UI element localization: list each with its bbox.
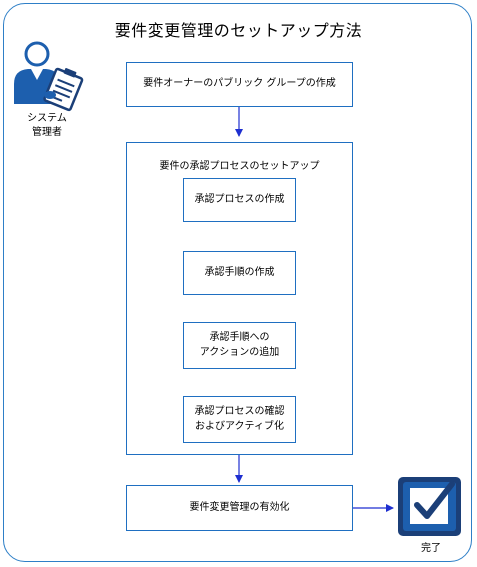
step-verify-activate-line1: 承認プロセスの確認 <box>194 406 285 417</box>
step-create-approval-process-label: 承認プロセスの作成 <box>194 193 285 205</box>
diagram-title: 要件変更管理のセットアップ方法 <box>114 21 363 40</box>
role-label: システム 管理者 <box>12 112 82 139</box>
step-create-approval-process: 承認プロセスの作成 <box>183 178 296 222</box>
step-add-actions-line1: 承認手順への <box>209 332 270 343</box>
step-add-actions-line2: アクションの追加 <box>199 346 280 358</box>
step-add-actions: 承認手順への アクションの追加 <box>183 322 296 369</box>
step-create-public-group-label: 要件オーナーのパブリック グループの作成 <box>143 78 336 90</box>
role-label-line2: 管理者 <box>32 126 62 138</box>
role-label-line1: システム <box>27 113 67 124</box>
step-create-public-group: 要件オーナーのパブリック グループの作成 <box>126 62 353 107</box>
step-create-approval-step: 承認手順の作成 <box>183 251 296 295</box>
done-label: 完了 <box>421 543 441 554</box>
step-enable-change-management: 要件変更管理の有効化 <box>126 485 353 531</box>
group-approval-process-setup-label: 要件の承認プロセスのセットアップ <box>159 161 320 172</box>
step-verify-activate-line2: およびアクティブ化 <box>195 420 284 432</box>
step-create-approval-step-label: 承認手順の作成 <box>204 266 275 278</box>
step-enable-change-management-label: 要件変更管理の有効化 <box>189 501 290 513</box>
step-verify-activate: 承認プロセスの確認 およびアクティブ化 <box>183 396 296 443</box>
